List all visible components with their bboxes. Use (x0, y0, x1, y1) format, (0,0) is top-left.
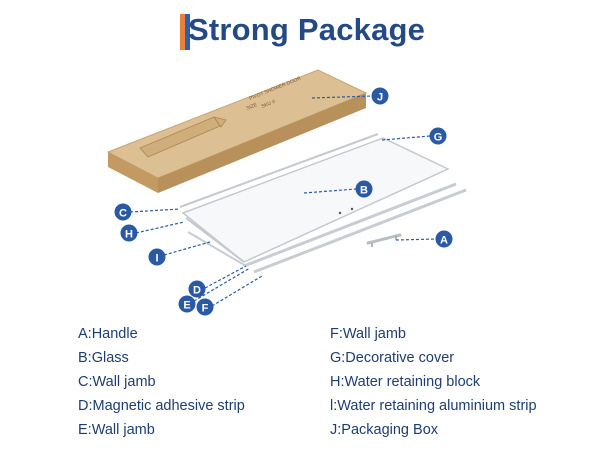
svg-text:H: H (125, 229, 133, 241)
marker-H: H (120, 224, 138, 242)
marker-E: E (178, 295, 196, 313)
title-accent-mark (180, 14, 190, 50)
marker-D: D (188, 280, 206, 298)
glass-panel (179, 133, 450, 263)
legend-item-d: D:Magnetic adhesive strip (78, 398, 245, 414)
svg-text:F: F (202, 303, 209, 315)
svg-text:D: D (193, 285, 201, 297)
title-block: Strong Package (0, 10, 600, 56)
marker-C: C (114, 203, 132, 221)
wall-jambs (187, 182, 467, 274)
svg-text:E: E (183, 300, 190, 312)
legend-item-e: E:Wall jamb (78, 422, 155, 438)
handle (366, 233, 402, 247)
marker-J: J (371, 87, 389, 105)
box-label-line-2: SIZE (246, 102, 259, 112)
marker-G: G (429, 127, 447, 145)
legend-item-f: F:Wall jamb (330, 326, 406, 342)
marker-A: A (435, 230, 453, 248)
title-accent-blue (185, 14, 190, 50)
svg-text:B: B (360, 185, 368, 197)
title-accent-orange (180, 14, 185, 50)
marker-F: F (196, 298, 214, 316)
legend-item-h: H:Water retaining block (330, 374, 481, 390)
legend-item-a: A:Handle (78, 326, 138, 342)
svg-text:G: G (434, 132, 443, 144)
legend-item-i: l:Water retaining aluminium strip (330, 398, 537, 414)
legend-item-c: C:Wall jamb (78, 374, 156, 390)
marker-I: I (148, 248, 166, 266)
svg-text:J: J (377, 92, 383, 104)
legend-item-j: J:Packaging Box (330, 422, 439, 438)
legend-item-b: B:Glass (78, 350, 129, 366)
svg-text:I: I (155, 253, 158, 265)
page-title: Strong Package (188, 12, 426, 47)
svg-text:A: A (440, 235, 448, 247)
leader-lines (129, 95, 437, 307)
svg-text:C: C (119, 208, 127, 220)
marker-B: B (355, 180, 373, 198)
box-label-line-3: SKU # (261, 99, 277, 110)
packaging-box: PIVOT SHOWER DOOR SIZE SKU # (106, 69, 368, 193)
legend-item-g: G:Decorative cover (330, 350, 455, 366)
